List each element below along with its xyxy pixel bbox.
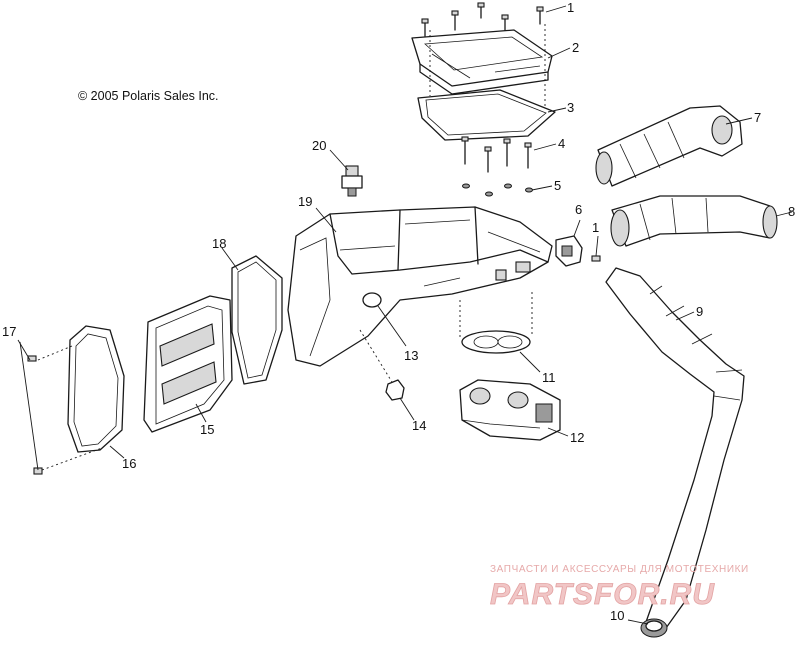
callout-19: 19: [298, 194, 312, 209]
callout-12: 12: [570, 430, 584, 445]
callout-9: 9: [696, 304, 703, 319]
callout-11: 11: [542, 370, 556, 385]
callout-17: 17: [2, 324, 16, 339]
callout-18: 18: [212, 236, 226, 251]
drain-plug: [359, 329, 405, 401]
callout-1-sensor-screw: 1: [592, 220, 599, 235]
callout-14: 14: [412, 418, 426, 433]
callout-3: 3: [567, 100, 574, 115]
callout-5: 5: [554, 178, 561, 193]
leader-lines: [17, 5, 793, 625]
breather-hose: [605, 267, 745, 629]
hose-clamp: [640, 618, 668, 638]
throttle-body-gasket: [459, 292, 533, 354]
copyright-text: © 2005 Polaris Sales Inc.: [78, 89, 219, 103]
callout-15: 15: [200, 422, 214, 437]
callout-7: 7: [754, 110, 761, 125]
air-filter: [143, 295, 233, 433]
airbox-door: [67, 325, 125, 453]
intake-duct-upper: [595, 105, 743, 187]
throttle-body: [459, 379, 561, 441]
callout-13: 13: [404, 348, 418, 363]
callout-6: 6: [575, 202, 582, 217]
callout-numbers: 1 2 3 4 5 6 7 8 9 10 11 12 13 14 15 16 1…: [2, 0, 795, 623]
cover-gasket: [417, 24, 556, 141]
callout-2: 2: [572, 40, 579, 55]
air-temp-sensor: [341, 165, 363, 197]
watermark-brand: PARTSFOR.RU: [490, 578, 715, 611]
intake-duct-lower: [610, 195, 778, 247]
bolts-and-washers: [461, 136, 533, 197]
airbox-gasket: [231, 255, 283, 385]
watermark-tagline: ЗАПЧАСТИ И АКСЕССУАРЫ ДЛЯ МОТОТЕХНИКИ: [490, 564, 749, 575]
callout-16: 16: [122, 456, 136, 471]
callout-8: 8: [788, 204, 795, 219]
callout-20: 20: [312, 138, 326, 153]
airbox-cover: [411, 29, 553, 95]
callout-10: 10: [610, 608, 624, 623]
callout-1: 1: [567, 0, 574, 15]
callout-4: 4: [558, 136, 565, 151]
top-screws: [421, 2, 544, 37]
watermark: ЗАПЧАСТИ И АКСЕССУАРЫ ДЛЯ МОТОТЕХНИКИ PA…: [490, 564, 749, 611]
airbox-housing: [287, 206, 553, 367]
map-sensor: [555, 235, 601, 267]
